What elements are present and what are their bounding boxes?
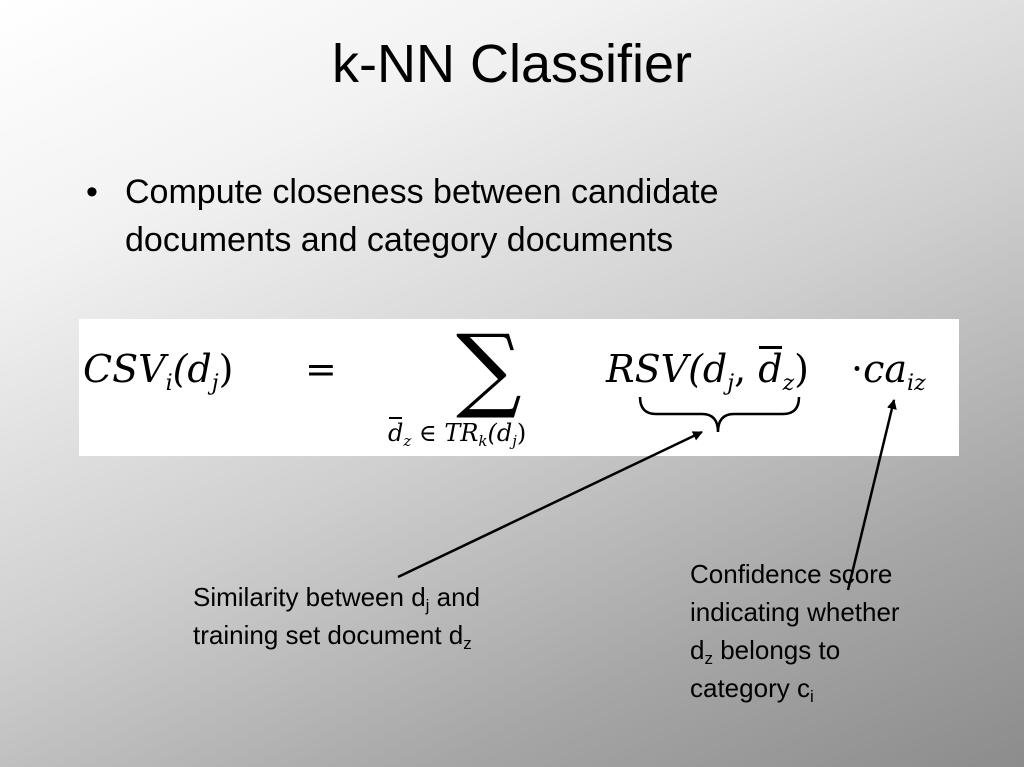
similarity-line1-sub: j — [425, 596, 430, 615]
rsv-arg2-sub: z — [782, 371, 795, 396]
confidence-line1: Confidence score — [690, 559, 893, 589]
sum-in: ∈ — [418, 419, 437, 447]
sum-subscript: dz ∈ TRk(dj) — [388, 417, 527, 455]
slide-title: k-NN Classifier — [331, 34, 693, 94]
rsv-comma: , — [734, 347, 759, 391]
dot-operator: · — [851, 347, 864, 391]
confidence-line4: category ci — [690, 669, 980, 707]
confidence-line4-text: category c — [690, 673, 810, 703]
formula-ca: ·caiz — [851, 349, 926, 404]
confidence-line3: dz belongs to — [690, 631, 980, 669]
rsv-arg1-sub: j — [727, 371, 735, 396]
sum-symbol: ∑ — [456, 315, 522, 422]
rsv-main: RSV — [606, 347, 689, 391]
formula-box: CSVi(dj) = ∑ dz ∈ TRk(dj) RSV(dj, dz) ·c… — [79, 319, 959, 456]
similarity-line2: training set document dz — [193, 616, 593, 654]
rsv-close: ) — [794, 347, 809, 391]
ca-main: ca — [863, 347, 908, 391]
sum-tr: TR — [444, 419, 479, 447]
underbrace — [638, 396, 801, 433]
similarity-line1: Similarity between dj and — [193, 578, 593, 616]
formula-rsv: RSV(dj, dz) — [606, 346, 809, 404]
similarity-line1-post: and — [429, 582, 481, 612]
similarity-line2-text: training set document d — [193, 620, 464, 650]
confidence-label: Confidence score indicating whether dz b… — [690, 555, 980, 707]
similarity-label: Similarity between dj and training set d… — [193, 578, 593, 654]
formula-lhs: CSVi(dj) — [83, 349, 233, 404]
confidence-line3-text: d — [690, 635, 705, 665]
arrow-confidence — [846, 399, 897, 591]
sum-tr-sub: k — [478, 432, 488, 450]
ca-sub: iz — [907, 371, 926, 396]
confidence-line2: indicating whether — [690, 597, 900, 627]
sum-tr-open: (d — [487, 419, 513, 447]
lhs-close: ) — [218, 347, 234, 391]
lhs-open: (d — [172, 347, 212, 391]
lhs-arg-sub: j — [211, 371, 219, 396]
arrow-similarity — [397, 430, 703, 579]
confidence-line3-sub: z — [704, 649, 713, 668]
lhs-main: CSV — [83, 347, 166, 391]
bullet-text: Compute closeness between candidate docu… — [125, 173, 719, 259]
sum-tr-close: ) — [516, 419, 527, 447]
similarity-line1-text: Similarity between d — [193, 582, 426, 612]
sum-d-sub: z — [403, 432, 412, 450]
formula-equals: = — [305, 347, 337, 391]
sum-d: d — [388, 417, 404, 447]
bullet-symbol: • — [86, 173, 98, 211]
confidence-line3-post: belongs to — [712, 635, 841, 665]
rsv-arg2: d — [758, 346, 783, 391]
confidence-line4-sub: i — [809, 687, 814, 706]
sum-tr-arg-sub: j — [512, 432, 517, 450]
lhs-sub: i — [165, 371, 173, 396]
rsv-open: (d — [688, 347, 728, 391]
similarity-line2-sub: z — [463, 634, 472, 653]
